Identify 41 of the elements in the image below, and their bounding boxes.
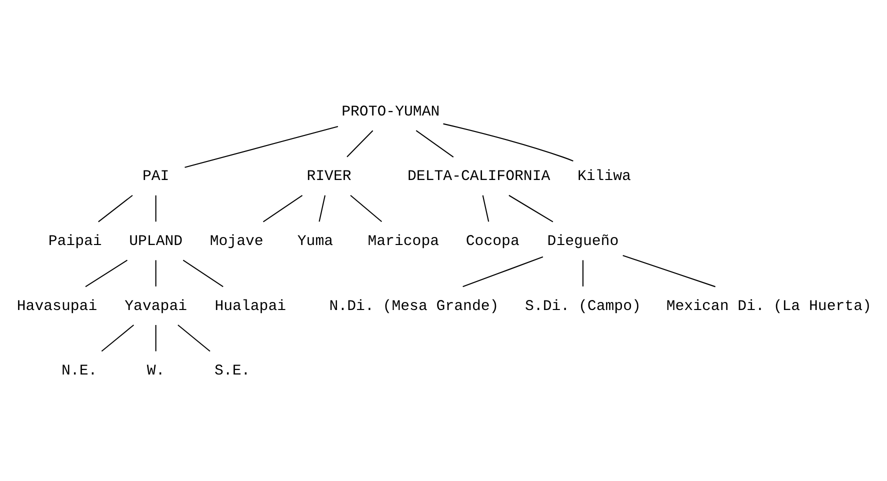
connector — [346, 130, 374, 157]
node-text: N.Di. (Mesa Grande) — [329, 298, 499, 314]
node-text: S.Di. (Campo) — [524, 298, 641, 314]
node-text: Mexican Di. (La Huerta) — [666, 298, 872, 314]
node-text: RIVER — [306, 168, 352, 185]
node-text: Hualapai — [214, 298, 286, 314]
node-text: Maricopa — [368, 233, 440, 250]
node-text: PROTO-YUMAN — [342, 104, 440, 120]
connector — [155, 324, 156, 351]
node-text: PAI — [142, 168, 170, 185]
connector — [178, 324, 210, 352]
connector — [482, 194, 490, 222]
node-text: Kiliwa — [577, 168, 631, 185]
node-text: Yavapai — [124, 298, 188, 314]
node-text: N.E. — [61, 363, 98, 380]
connector — [582, 260, 584, 286]
node-text: Cocopa — [466, 233, 520, 250]
connector — [443, 122, 574, 161]
connector — [101, 324, 134, 352]
connector — [184, 126, 338, 168]
connector — [508, 194, 554, 222]
node-text: Havasupai — [16, 298, 98, 314]
connector — [85, 259, 128, 287]
node-text: Mojave — [210, 233, 264, 250]
node-text: Yuma — [297, 233, 334, 250]
connector — [350, 194, 382, 222]
connector — [98, 194, 133, 222]
connector — [182, 259, 224, 287]
node-text: UPLAND — [129, 233, 183, 250]
connector — [462, 256, 544, 287]
connector — [155, 194, 156, 222]
connector — [416, 130, 454, 157]
connector — [622, 254, 716, 287]
node-text: W. — [146, 363, 165, 380]
connector — [318, 194, 326, 222]
node-text: DELTA-CALIFORNIA — [407, 168, 550, 185]
node-text: Diegueño — [547, 233, 619, 250]
connector — [155, 260, 156, 286]
connector — [262, 194, 303, 222]
node-text: S.E. — [214, 363, 250, 380]
node-text: Paipai — [48, 233, 102, 250]
